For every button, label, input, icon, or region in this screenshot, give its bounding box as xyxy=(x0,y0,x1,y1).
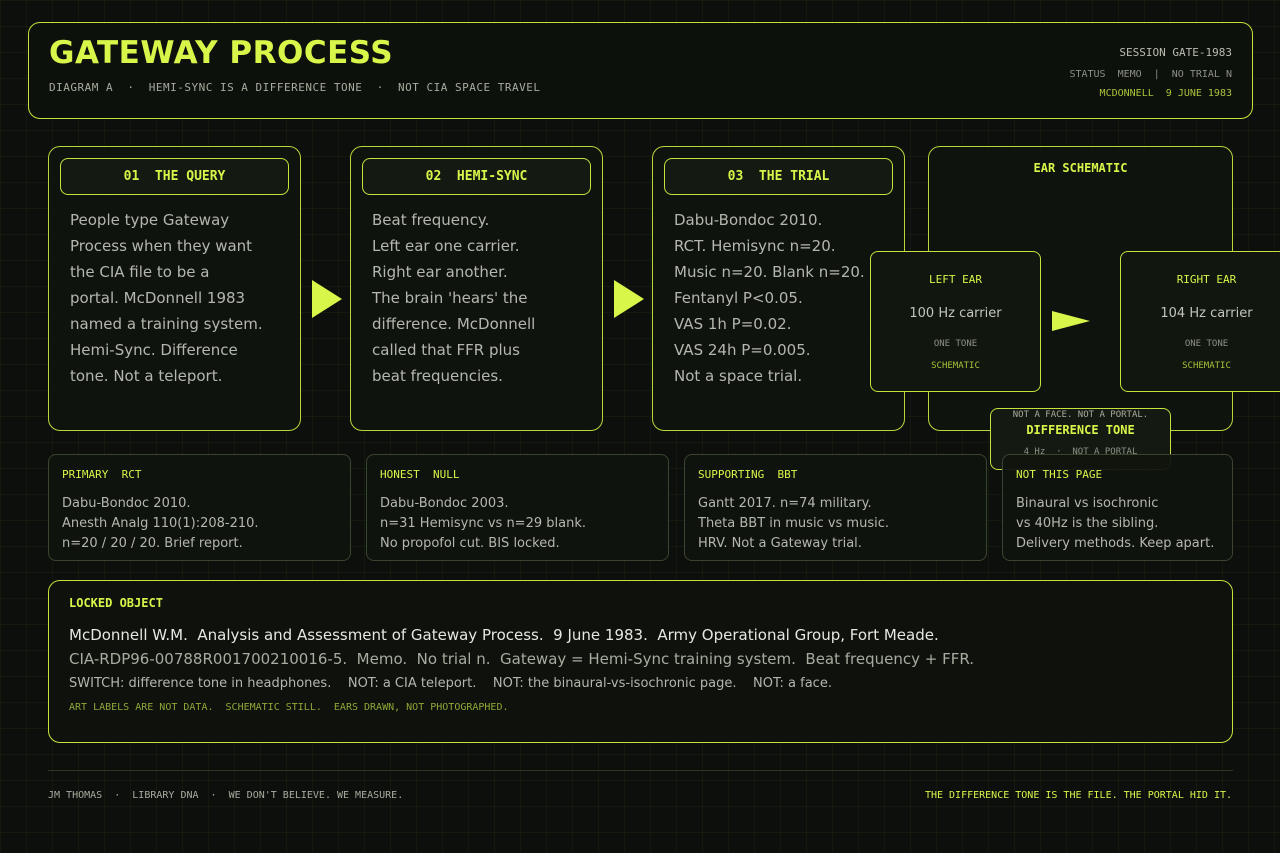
step-line: named a training system. xyxy=(70,315,263,333)
page-title: GATEWAY PROCESS xyxy=(49,35,394,71)
card-line: Dabu-Bondoc 2010. xyxy=(62,496,191,511)
step-line: the CIA file to be a xyxy=(70,263,210,281)
card-primary-rct: PRIMARY RCT Dabu-Bondoc 2010. Anesth Ana… xyxy=(48,454,351,561)
card-line: Anesth Analg 110(1):208-210. xyxy=(62,516,259,531)
status-line: STATUS MEMO | NO TRIAL N xyxy=(1069,69,1232,80)
footer-divider xyxy=(48,770,1233,771)
author-date: MCDONNELL 9 JUNE 1983 xyxy=(1099,88,1232,99)
card-title: HONEST NULL xyxy=(380,468,460,481)
locked-object-citation: McDonnell W.M. Analysis and Assessment o… xyxy=(69,626,939,644)
left-ear-tag: SCHEMATIC xyxy=(931,361,980,371)
card-line: HRV. Not a Gateway trial. xyxy=(698,536,862,551)
step-hemi-sync-body: Beat frequency. Left ear one carrier. Ri… xyxy=(372,207,598,389)
step-line: Left ear one carrier. xyxy=(372,237,520,255)
step-line: difference. McDonnell xyxy=(372,315,536,333)
locked-object-switch: SWITCH: difference tone in headphones. N… xyxy=(69,676,832,691)
step-hemi-sync-tab: 02 HEMI-SYNC xyxy=(362,158,591,195)
footer-right: THE DIFFERENCE TONE IS THE FILE. THE POR… xyxy=(924,790,1232,801)
step-trial-tab: 03 THE TRIAL xyxy=(664,158,893,195)
card-line: n=31 Hemisync vs n=29 blank. xyxy=(380,516,586,531)
step-query-body: People type Gateway Process when they wa… xyxy=(70,207,296,389)
difference-tone-value: 4 Hz · NOT A PORTAL xyxy=(1023,447,1138,457)
locked-object-title: LOCKED OBJECT xyxy=(69,596,163,610)
step-line: Dabu-Bondoc 2010. xyxy=(674,211,823,229)
header-panel: GATEWAY PROCESS DIAGRAM A · HEMI-SYNC IS… xyxy=(28,22,1253,119)
card-not-this-page: NOT THIS PAGE Binaural vs isochronic vs … xyxy=(1002,454,1233,561)
step-line: tone. Not a teleport. xyxy=(70,367,223,385)
step-line: beat frequencies. xyxy=(372,367,503,385)
card-line: No propofol cut. BIS locked. xyxy=(380,536,560,551)
ear-arrow-icon xyxy=(1052,311,1090,331)
card-title: SUPPORTING BBT xyxy=(698,468,798,481)
difference-note: NOT A FACE. NOT A PORTAL. xyxy=(1012,410,1149,420)
card-title: NOT THIS PAGE xyxy=(1016,468,1103,481)
flow-arrow-icon xyxy=(312,280,342,318)
left-ear-carrier: 100 Hz carrier xyxy=(909,306,1002,321)
card-line: Delivery methods. Keep apart. xyxy=(1016,536,1215,551)
card-line: n=20 / 20 / 20. Brief report. xyxy=(62,536,243,551)
step-line: People type Gateway xyxy=(70,211,230,229)
step-line: Beat frequency. xyxy=(372,211,490,229)
step-line: Not a space trial. xyxy=(674,367,803,385)
left-ear-box: LEFT EAR 100 Hz carrier ONE TONE SCHEMAT… xyxy=(870,251,1041,392)
step-line: RCT. Hemisync n=20. xyxy=(674,237,836,255)
card-honest-null: HONEST NULL Dabu-Bondoc 2003. n=31 Hemis… xyxy=(366,454,669,561)
left-ear-label: LEFT EAR xyxy=(929,273,982,286)
difference-tone-title: DIFFERENCE TONE xyxy=(1026,423,1135,437)
locked-object-reference: CIA-RDP96-00788R001700210016-5. Memo. No… xyxy=(69,650,975,668)
step-line: Right ear another. xyxy=(372,263,508,281)
card-line: Binaural vs isochronic xyxy=(1016,496,1159,511)
step-line: VAS 24h P=0.005. xyxy=(674,341,811,359)
step-line: VAS 1h P=0.02. xyxy=(674,315,792,333)
right-ear-label: RIGHT EAR xyxy=(1176,273,1237,286)
right-ear-carrier: 104 Hz carrier xyxy=(1160,306,1253,321)
flow-arrow-icon xyxy=(614,280,644,318)
right-ear-tone: ONE TONE xyxy=(1184,339,1229,349)
step-line: Music n=20. Blank n=20. xyxy=(674,263,865,281)
locked-object-panel: LOCKED OBJECT McDonnell W.M. Analysis an… xyxy=(48,580,1233,743)
step-query-tab: 01 THE QUERY xyxy=(60,158,289,195)
step-hemi-sync-box: 02 HEMI-SYNC Beat frequency. Left ear on… xyxy=(350,146,603,431)
ear-schematic-title: EAR SCHEMATIC xyxy=(1033,161,1128,175)
right-ear-box: RIGHT EAR 104 Hz carrier ONE TONE SCHEMA… xyxy=(1120,251,1280,392)
card-line: Dabu-Bondoc 2003. xyxy=(380,496,509,511)
locked-object-disclaimer: ART LABELS ARE NOT DATA. SCHEMATIC STILL… xyxy=(69,702,509,713)
step-trial-body: Dabu-Bondoc 2010. RCT. Hemisync n=20. Mu… xyxy=(674,207,900,389)
step-line: Process when they want xyxy=(70,237,253,255)
step-line: portal. McDonnell 1983 xyxy=(70,289,246,307)
footer-left: JM THOMAS · LIBRARY DNA · WE DON'T BELIE… xyxy=(48,790,404,801)
step-line: Hemi-Sync. Difference xyxy=(70,341,238,359)
step-line: The brain 'hears' the xyxy=(372,289,528,307)
step-line: Fentanyl P<0.05. xyxy=(674,289,803,307)
right-ear-tag: SCHEMATIC xyxy=(1182,361,1231,371)
card-title: PRIMARY RCT xyxy=(62,468,142,481)
left-ear-tone: ONE TONE xyxy=(933,339,978,349)
card-line: Gantt 2017. n=74 military. xyxy=(698,496,872,511)
card-line: Theta BBT in music vs music. xyxy=(698,516,890,531)
step-query-box: 01 THE QUERY People type Gateway Process… xyxy=(48,146,301,431)
page-subtitle: DIAGRAM A · HEMI-SYNC IS A DIFFERENCE TO… xyxy=(49,81,541,94)
step-trial-box: 03 THE TRIAL Dabu-Bondoc 2010. RCT. Hemi… xyxy=(652,146,905,431)
card-line: vs 40Hz is the sibling. xyxy=(1016,516,1159,531)
step-line: called that FFR plus xyxy=(372,341,520,359)
session-id: SESSION GATE-1983 xyxy=(1119,46,1232,59)
card-supporting-bbt: SUPPORTING BBT Gantt 2017. n=74 military… xyxy=(684,454,987,561)
